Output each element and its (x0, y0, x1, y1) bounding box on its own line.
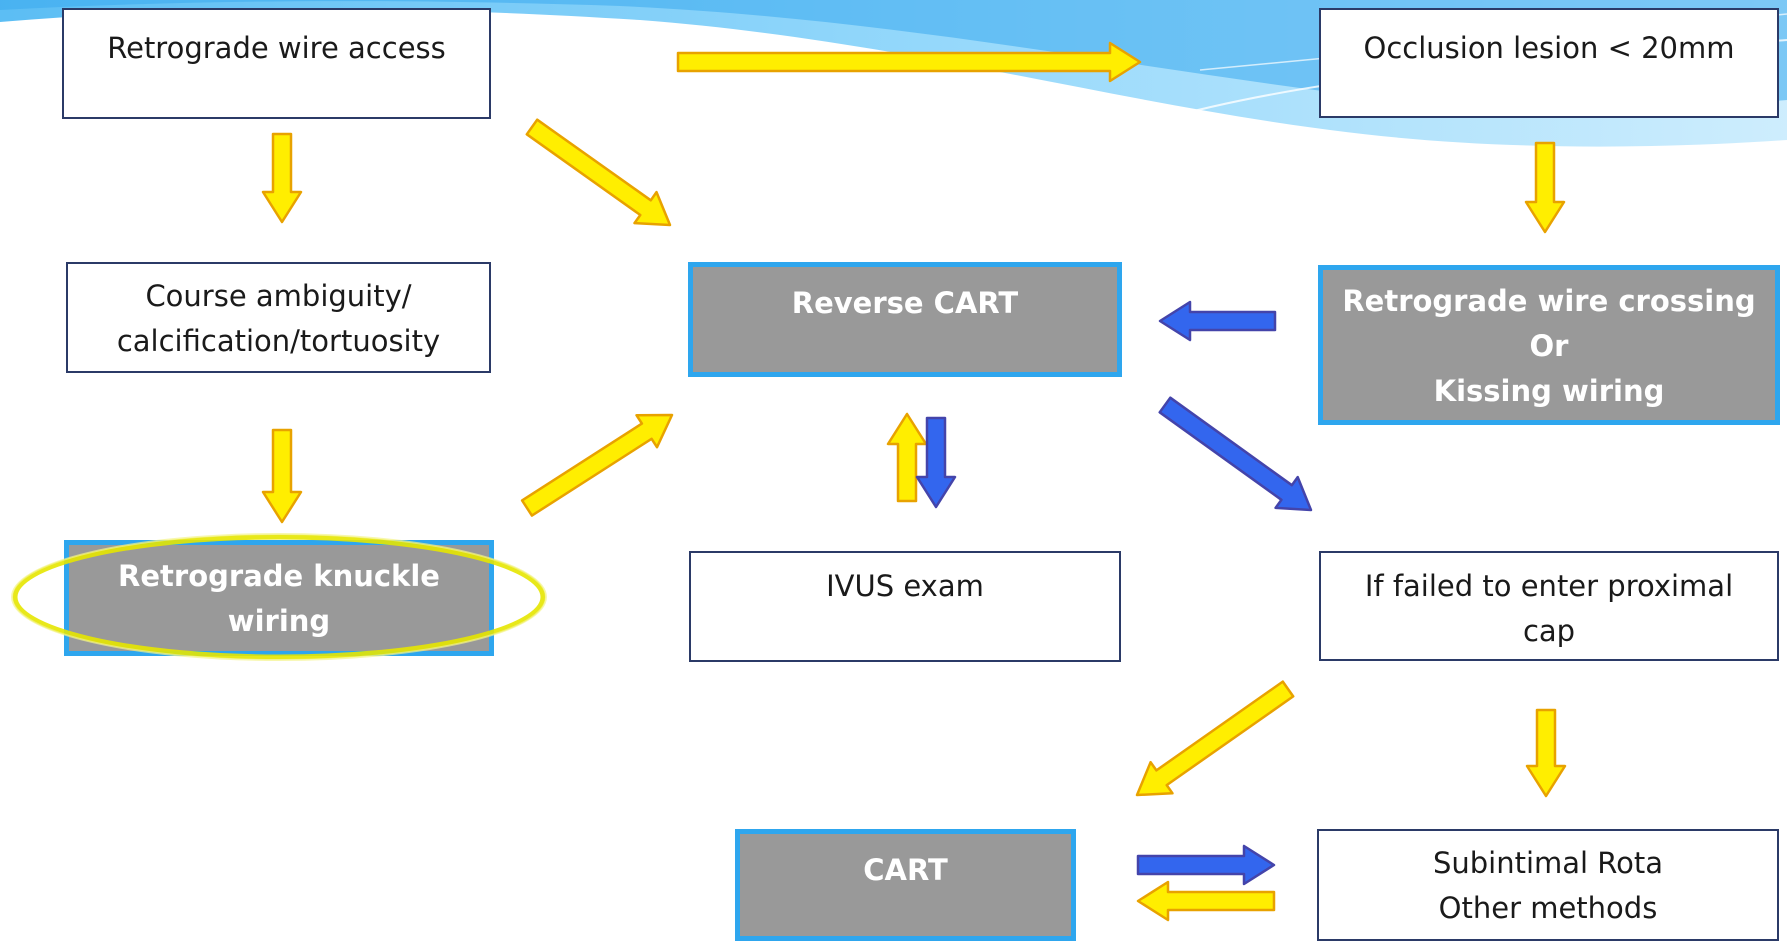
node-label: Course ambiguity/ (145, 279, 412, 313)
node-label: Or (1529, 329, 1569, 363)
node-label: Retrograde wire crossing (1342, 284, 1756, 318)
node-label: CART (863, 853, 948, 887)
yellow-arrow-failed-to-subintimal (1525, 708, 1567, 798)
node-label: Subintimal Rota (1432, 846, 1664, 880)
node-label: If failed to enter proximal (1364, 569, 1734, 603)
yellow-arrow-retro_access-to-course (261, 132, 303, 224)
node-failed-proximal-cap: If failed to enter proximal cap (1319, 551, 1779, 661)
yellow-arrow-ivus-to-reverse_cart (886, 412, 928, 503)
node-label: cap (1522, 614, 1576, 648)
yellow-arrow-knuckle-to-reverse_cart (520, 413, 674, 517)
node-cart: CART (735, 829, 1076, 941)
node-label: Other methods (1438, 891, 1658, 925)
node-label: calcification/tortuosity (116, 324, 441, 358)
node-retrograde-knuckle-wiring: Retrograde knuckle wiring (64, 540, 494, 656)
node-retrograde-wire-access: Retrograde wire access (62, 8, 491, 119)
node-reverse-cart: Reverse CART (688, 262, 1122, 377)
yellow-arrow-occlusion-to-retro_crossing (1524, 141, 1566, 234)
yellow-arrow-retro_access-to-reverse_cart (525, 118, 672, 227)
node-course-ambiguity: Course ambiguity/ calcification/tortuosi… (66, 262, 491, 373)
node-label: Reverse CART (791, 286, 1019, 320)
node-label: Retrograde wire access (107, 31, 446, 65)
node-label: IVUS exam (826, 569, 984, 603)
yellow-arrow-subintimal-to-cart (1136, 880, 1276, 922)
node-occlusion-lesion: Occlusion lesion < 20mm (1319, 8, 1779, 118)
node-label: wiring (227, 604, 331, 638)
node-retrograde-wire-crossing: Retrograde wire crossing Or Kissing wiri… (1318, 265, 1780, 425)
yellow-arrow-failed-to-cart (1135, 680, 1295, 797)
blue-arrow-reverse_cart-to-failed (1158, 396, 1313, 512)
yellow-arrow-retro_access-to-occlusion (676, 41, 1142, 83)
node-subintimal-rota: Subintimal Rota Other methods (1317, 829, 1779, 941)
blue-arrow-reverse_cart-to-ivus (915, 416, 957, 509)
node-label: Kissing wiring (1433, 374, 1665, 408)
node-ivus-exam: IVUS exam (689, 551, 1121, 662)
yellow-arrow-course-to-knuckle (261, 428, 303, 524)
blue-arrow-cart-to-subintimal (1136, 844, 1276, 886)
node-label: Retrograde knuckle (118, 559, 440, 593)
blue-arrow-retro_crossing-to-reverse_cart (1158, 300, 1277, 342)
node-label: Occlusion lesion < 20mm (1363, 31, 1735, 65)
